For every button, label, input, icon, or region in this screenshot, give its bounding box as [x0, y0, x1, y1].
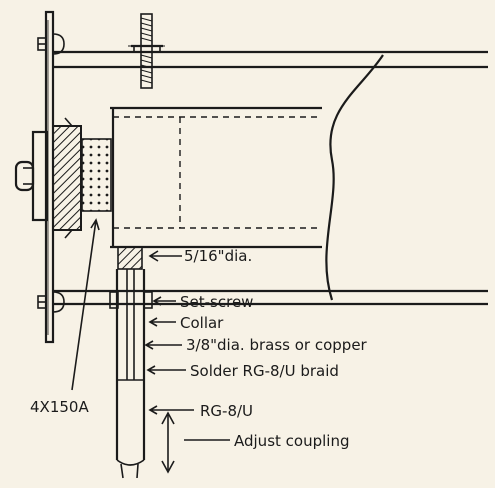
coupling-line	[109, 246, 153, 479]
tuning-screw-icon	[128, 13, 165, 89]
inner-conductor	[110, 106, 322, 249]
cavity-top-wall	[53, 50, 488, 69]
label-brass-copper: 3/8"dia. brass or copper	[186, 336, 368, 354]
cavity-bottom-wall	[53, 289, 488, 306]
label-solder-braid: Solder RG-8/U braid	[190, 362, 339, 380]
bottom-screw-icon	[37, 291, 65, 313]
label-set-screw: Set-screw	[180, 293, 253, 311]
label-tube: 4X150A	[30, 398, 89, 416]
label-dia-5-16: 5/16"dia.	[184, 247, 252, 265]
label-collar: Collar	[180, 314, 224, 332]
leader-arrows	[71, 218, 230, 441]
tube-ceramic	[81, 138, 112, 212]
adjust-arrow-icon	[161, 411, 175, 474]
label-coax: RG-8/U	[200, 402, 253, 420]
break-line	[325, 54, 384, 301]
top-screw-icon	[37, 33, 65, 55]
tube-base	[14, 117, 82, 239]
label-adjust-coupling: Adjust coupling	[234, 432, 349, 450]
